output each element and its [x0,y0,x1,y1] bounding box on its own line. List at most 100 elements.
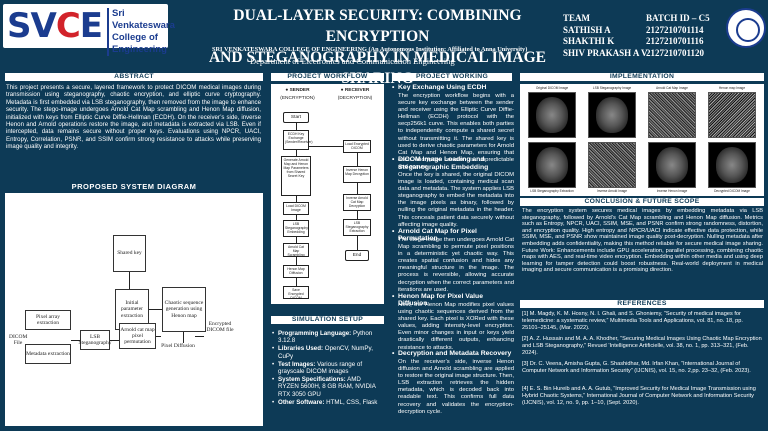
connector [195,336,204,337]
connector [156,336,161,337]
receiver-step: LSB Steganography Extraction [343,219,371,236]
system-diagram: Shared key Initial parameter extraction … [5,193,263,426]
working-sec-text: Next, the Henon Map modifies pixel value… [398,302,514,351]
image-caption: Decrypted DICOM Image [714,189,750,193]
abstract-text: This project presents a secure, layered … [6,84,261,151]
arnold-box: Arnold cat map pixel permutation [119,323,156,349]
image-caption: LSB Steganography Image [592,86,632,90]
setup-item: Test Images: Various range of grayscale … [272,361,383,376]
setup-item: Other Software: HTML, CSS, Flask [272,399,383,407]
conclusion-heading: CONCLUSION & FUTURE SCOPE [520,198,764,206]
receiver-sub: (DECRYPTION) [337,96,373,101]
implementation-images: Original DICOM Image LSB Steganography I… [520,84,764,196]
decrypted-image [708,142,756,188]
dicom-file-label: DICOM File [9,334,28,347]
workflow-heading: PROJECT WORKFLOW [271,73,384,81]
implementation-heading: IMPLEMENTATION [520,73,764,81]
image-caption: Original DICOM Image [535,86,569,90]
connector [296,278,297,286]
workflow-flowchart: ● SENDER (ENCRYPTION) ● RECEIVER (DECRYP… [271,84,384,304]
connector [357,211,358,219]
sender-label: ● SENDER [285,88,310,93]
connector [309,146,343,147]
connector [296,257,297,265]
connector [296,237,297,243]
working-sec-title: DICOM Image Loading and Steganographic E… [392,156,514,171]
receiver-step: Inverse Arnold Cat Map Decryption [343,194,371,211]
reference-item: [3] Dr. C. Veena, Amisha Gupta, G. Shash… [522,361,751,374]
logo-mark: SVCE [7,6,103,46]
working-sec-text: The stego-image then undergoes Arnold Ca… [398,237,514,293]
reference-item: [2] A. Z. Hussain and M. A. A. Khodher, … [522,336,762,356]
system-diagram-heading: PROPOSED SYSTEM DIAGRAM [71,182,197,191]
conclusion-text: The encryption system secures medical im… [522,208,763,274]
connector [183,332,184,343]
sender-step: Save Encrypted DICOM [283,286,309,300]
receiver-step: Inverse Henon Map Decryption [343,166,371,183]
sender-sub: (ENCRYPTION) [280,96,315,101]
encrypted-label: Encrypted DICOM file [206,321,234,334]
connector [71,340,80,341]
reference-item: [1] M. Magdy, K. M. Hosny, N. I. Ghali, … [522,311,743,331]
connector [296,215,297,220]
image-caption: Henon map Image [718,86,746,90]
college-name: SRI VENKATESWARA COLLEGE OF ENGINEERING … [212,46,528,53]
extraction-image [528,142,576,188]
diffusion-label: Pixel Diffusion [161,343,195,349]
connector [149,309,162,310]
sender-step: Arnold Cat Map Scrambling [283,243,309,257]
image-caption: LSB Steganography Extraction [530,189,574,193]
working-sec-title: Decryption and Metadata Recovery [392,350,514,357]
working-heading: PROJECT WORKING [392,73,512,81]
image-caption: Inverse Henon Image [656,189,688,193]
lsb-box: LSB Steganography [79,330,112,350]
receiver-step: Load Encrypted DICOM [343,140,371,153]
college-logo: SVCE Sri Venkateswara College of Enginee… [3,4,175,56]
connector [357,153,358,166]
setup-list: Programming Language: Python 3.12.8 Libr… [272,330,383,407]
logo-text: Sri Venkateswara College of Engineering [107,8,175,56]
chaotic-sequence-box: Chaotic sequence generation using Henon … [162,287,206,332]
poster-header: SVCE Sri Venkateswara College of Enginee… [0,0,768,87]
abstract-heading: ABSTRACT [5,73,263,81]
working-sec-title: Key Exchange Using ECDH [392,84,514,91]
connector [357,236,358,250]
scrambled-image [648,92,696,138]
user-icon: ● [340,88,345,93]
connector [296,150,297,156]
sender-step: ECDH Key Exchange (Sender/Receiver) [283,130,313,150]
inverse-arnold-image [588,142,636,188]
team-members: TEAM SATHISH A SHAKTHI K SHIV PRAKASH A … [563,13,648,58]
team-ids: BATCH ID – C5 2127210701114 212721070111… [646,13,710,58]
end-node: End [345,250,369,261]
connector [357,183,358,194]
user-icon: ● [285,88,290,93]
reference-item: [4] E. S. Bin Hureib and A. A. Gutub, “I… [522,386,756,406]
connector [296,196,297,202]
sender-step: Henon Map Diffusion [283,265,309,278]
diffused-image [708,92,756,138]
dicom-image [528,92,576,138]
inverse-henon-image [648,142,696,188]
connector [129,272,130,289]
image-caption: Inverse Arnold Image [596,189,628,193]
connector [296,123,297,130]
shared-key-box: Shared key [113,235,146,272]
working-sec-title: Henon Map for Pixel Value Diffusion [392,293,514,307]
sender-step: LSB Steganography Embedding [283,220,309,237]
setup-item: System Specifications: AMD RYZEN 5600H, … [272,376,383,398]
references-heading: REFERENCES [520,300,764,308]
setup-item: Libraries Used: OpenCV, NumPy, CuPy [272,345,383,360]
connector [110,340,119,341]
receiver-label: ● RECEIVER [340,88,370,93]
department-name: Department of Electronics and Communicat… [250,56,455,66]
image-caption: Arnold Cat Map Image [656,86,688,90]
working-sec-text: On the receiver’s side, inverse Henon di… [398,359,514,415]
sender-step: Load DICOM Image [283,202,309,215]
university-seal [726,8,766,48]
setup-heading: SIMULATION SETUP [271,316,384,324]
sender-step: Generate Arnold Map and Henon Map Parame… [281,156,311,196]
setup-item: Programming Language: Python 3.12.8 [272,330,383,345]
pixel-array-box: Pixel array extraction [25,310,71,330]
working-sec-text: Once the key is shared, the original DIC… [398,172,514,228]
